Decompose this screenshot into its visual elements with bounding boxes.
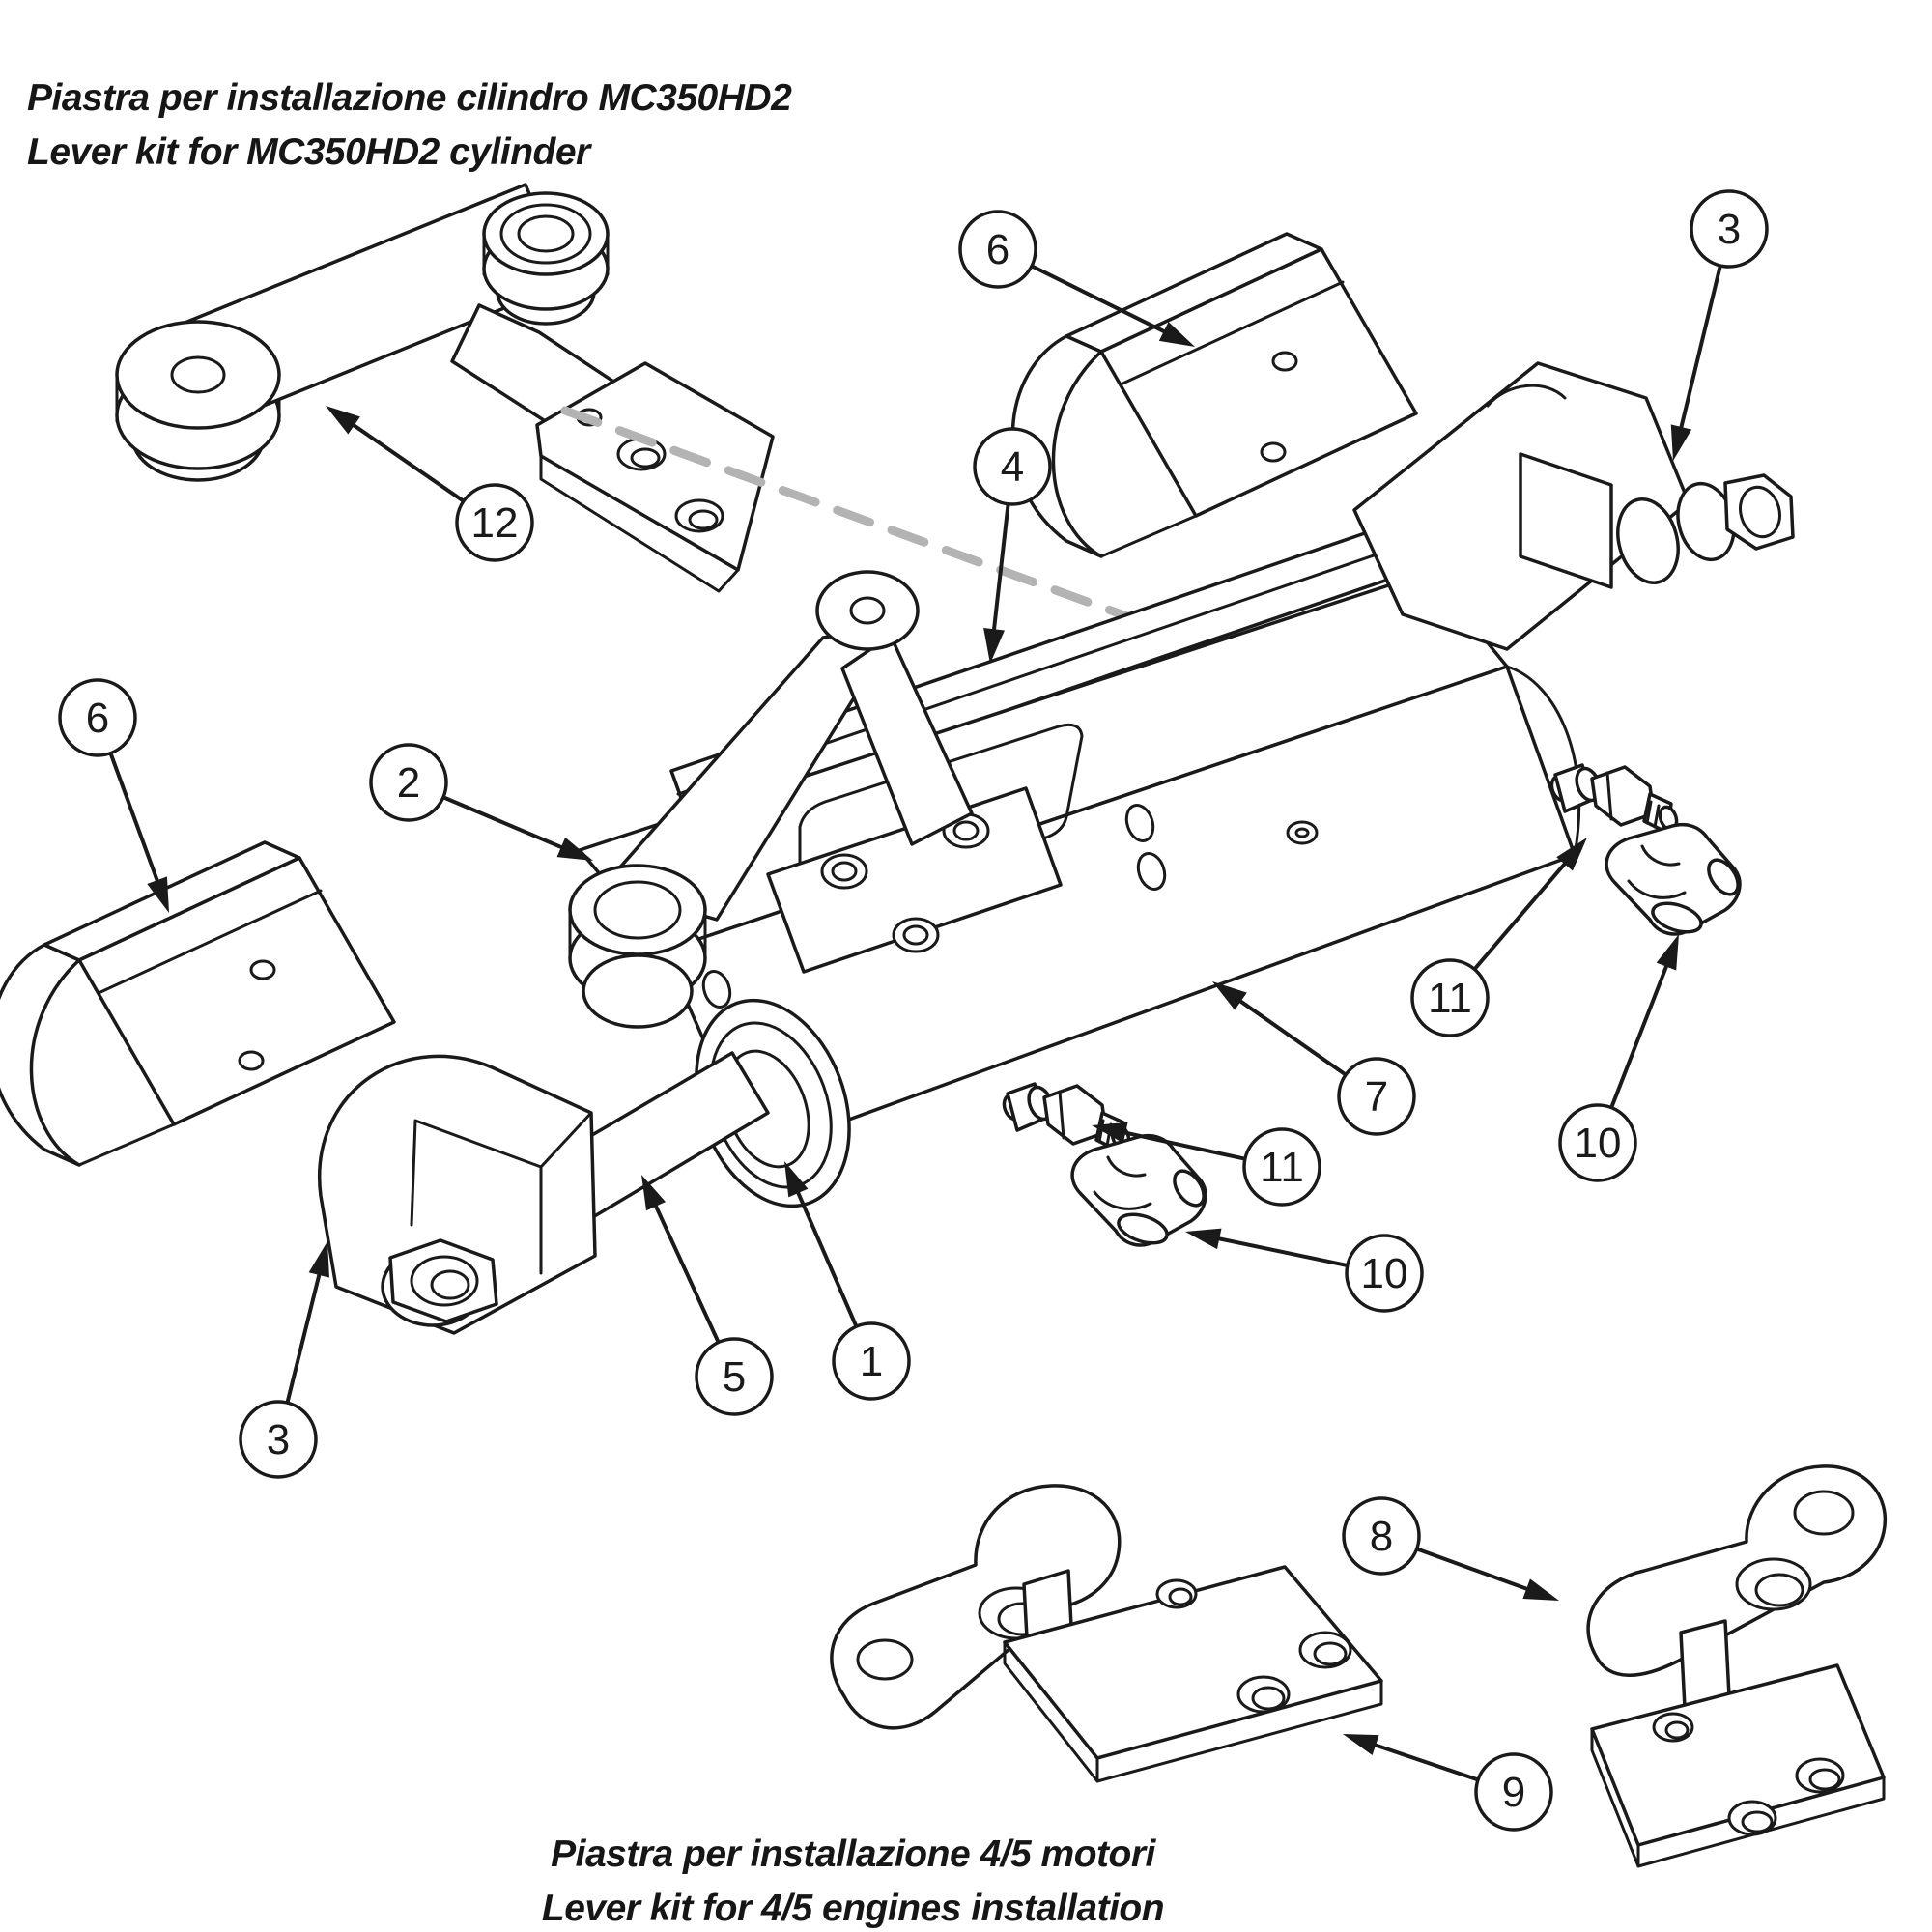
title-top-english: Lever kit for MC350HD2 cylinder bbox=[27, 131, 590, 173]
callout-number: 11 bbox=[1260, 1144, 1304, 1191]
callout-12-2: 12 bbox=[326, 406, 534, 562]
callout-number: 9 bbox=[1502, 1769, 1525, 1816]
callout-leader-line bbox=[650, 1198, 721, 1344]
callout-arrowhead bbox=[1185, 1228, 1222, 1250]
callout-circle bbox=[973, 427, 1052, 506]
callout-arrowhead bbox=[308, 1241, 329, 1278]
callout-9-15: 9 bbox=[1343, 1734, 1553, 1832]
straight-fitting-lower bbox=[999, 1082, 1134, 1153]
callout-number: 10 bbox=[1361, 1250, 1408, 1297]
callout-arrowhead bbox=[1670, 424, 1692, 461]
callout-2-5: 2 bbox=[369, 743, 593, 861]
callout-circle bbox=[58, 678, 137, 757]
callout-leader-line bbox=[991, 503, 1010, 638]
callout-leader-line bbox=[1233, 995, 1348, 1077]
callout-number: 3 bbox=[267, 1416, 290, 1463]
callout-number: 6 bbox=[86, 695, 109, 742]
callout-circle bbox=[1337, 1057, 1416, 1136]
callout-number: 3 bbox=[1718, 206, 1741, 253]
callout-circle bbox=[369, 743, 448, 822]
callout-6-4: 6 bbox=[58, 678, 169, 913]
callout-arrowhead bbox=[641, 1175, 667, 1211]
callout-circle bbox=[1345, 1234, 1424, 1313]
callout-arrowhead bbox=[556, 837, 593, 861]
clamp-shell-drawing bbox=[1010, 232, 1418, 558]
callout-circle bbox=[832, 1321, 911, 1401]
callout-6-0: 6 bbox=[958, 210, 1195, 347]
engine-lever-plate-left-drawing bbox=[830, 1484, 1383, 1783]
title-top-italian: Piastra per installazione cilindro MC350… bbox=[27, 77, 792, 119]
elbow-fitting-drawing bbox=[1605, 822, 1742, 936]
callout-leader-line bbox=[793, 1184, 859, 1328]
callout-8-14: 8 bbox=[1342, 1496, 1559, 1601]
callout-arrowhead bbox=[326, 406, 360, 435]
callout-number: 5 bbox=[723, 1353, 746, 1401]
callout-leader-line bbox=[1677, 265, 1722, 436]
title-bottom-italian: Piastra per installazione 4/5 motori bbox=[551, 1833, 1155, 1875]
callout-leader-line bbox=[442, 795, 570, 852]
callout-arrowhead bbox=[1092, 1122, 1128, 1144]
callout-leader-line bbox=[108, 752, 162, 889]
centerline-dashed bbox=[560, 406, 1282, 676]
callout-arrowhead bbox=[1212, 981, 1247, 1010]
callout-circle bbox=[1410, 958, 1490, 1037]
callout-number: 6 bbox=[986, 226, 1009, 273]
rod-end-clevis-drawing bbox=[1352, 361, 1795, 651]
callout-arrowhead bbox=[1656, 934, 1679, 971]
title-top: Piastra per installazione cilindro MC350… bbox=[27, 71, 792, 180]
callout-circle bbox=[239, 1400, 318, 1479]
callout-10-8: 10 bbox=[1558, 934, 1679, 1182]
callout-11-6: 11 bbox=[1410, 838, 1587, 1037]
callout-leader-line bbox=[1117, 1129, 1246, 1161]
callout-leader-line bbox=[1211, 1235, 1349, 1267]
callout-leader-line bbox=[285, 1266, 324, 1404]
engine-lever-plate-right-drawing bbox=[1586, 1464, 1888, 1868]
callout-3-1: 3 bbox=[1670, 189, 1769, 461]
callout-number: 1 bbox=[860, 1338, 883, 1385]
callout-arrowhead bbox=[1343, 1734, 1379, 1755]
callout-arrowhead bbox=[784, 1161, 809, 1198]
callout-circle bbox=[1558, 1103, 1637, 1182]
callout-leader-line bbox=[1367, 1741, 1479, 1782]
callout-11-9: 11 bbox=[1092, 1122, 1321, 1207]
callout-5-11: 5 bbox=[641, 1175, 774, 1416]
callout-circle bbox=[1474, 1752, 1553, 1832]
callout-leader-line bbox=[346, 419, 466, 503]
callout-circle bbox=[695, 1337, 774, 1416]
rod-clevis-drawing bbox=[317, 1054, 597, 1335]
title-bottom-english: Lever kit for 4/5 engines installation bbox=[541, 1888, 1165, 1929]
title-bottom: Piastra per installazione 4/5 motori Lev… bbox=[486, 1828, 1220, 1932]
callout-circle bbox=[455, 483, 534, 562]
callout-number: 4 bbox=[1001, 443, 1024, 491]
callout-3-13: 3 bbox=[239, 1241, 329, 1479]
callout-1-12: 1 bbox=[784, 1161, 911, 1401]
callout-leader-line bbox=[1472, 856, 1572, 971]
callout-number: 2 bbox=[397, 759, 420, 807]
callout-arrowhead bbox=[147, 876, 169, 913]
straight-fitting-drawing bbox=[1549, 763, 1679, 835]
callout-7-7: 7 bbox=[1212, 981, 1416, 1136]
callout-arrowhead bbox=[983, 627, 1005, 664]
callout-number: 10 bbox=[1575, 1120, 1622, 1167]
callout-arrowhead bbox=[1158, 322, 1195, 347]
callout-leader-line bbox=[1031, 264, 1172, 337]
callout-arrowhead bbox=[1522, 1578, 1559, 1601]
callout-leader-line bbox=[1609, 958, 1671, 1109]
callout-10-10: 10 bbox=[1185, 1228, 1424, 1313]
callout-number: 7 bbox=[1365, 1073, 1388, 1121]
callout-number: 8 bbox=[1370, 1513, 1393, 1560]
callout-4-3: 4 bbox=[973, 427, 1052, 664]
callout-layer: 6 3 12 4 6 2 11 7 10 11 10 5 1 3 8 9 bbox=[58, 189, 1769, 1832]
callout-leader-line bbox=[1415, 1547, 1535, 1594]
callout-circle bbox=[1342, 1496, 1421, 1576]
callout-arrowhead bbox=[1556, 838, 1587, 871]
callout-circle bbox=[1690, 189, 1769, 269]
callout-number: 11 bbox=[1428, 975, 1472, 1022]
callout-circle bbox=[958, 210, 1037, 289]
cylinder-assembly-drawing bbox=[317, 361, 1795, 1335]
lever-arm-assembly-drawing bbox=[115, 183, 775, 593]
callout-circle bbox=[1242, 1127, 1321, 1207]
callout-number: 12 bbox=[471, 499, 519, 547]
